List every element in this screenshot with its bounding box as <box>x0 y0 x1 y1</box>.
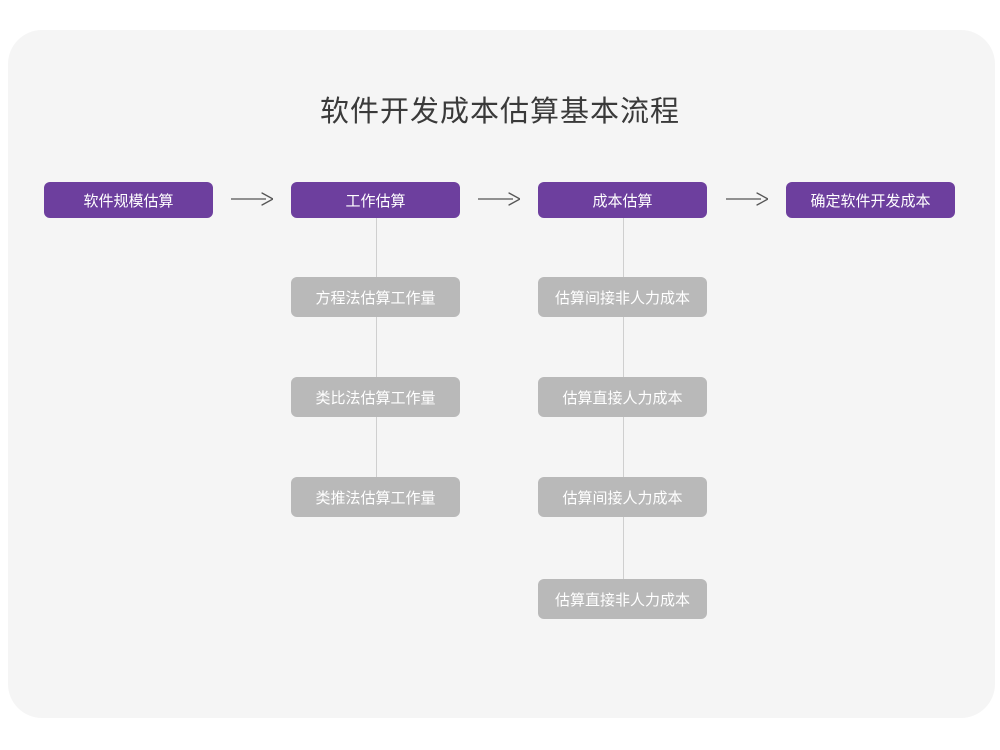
right-arrow-icon-2 <box>478 190 520 208</box>
stage-node-1[interactable]: 软件规模估算 <box>44 182 213 218</box>
connector-line-stage-3-0 <box>623 218 624 277</box>
stage-node-2[interactable]: 工作估算 <box>291 182 460 218</box>
connector-line-stage-3-3 <box>623 517 624 579</box>
substep-node-3-2[interactable]: 估算直接人力成本 <box>538 377 707 417</box>
stage-node-3[interactable]: 成本估算 <box>538 182 707 218</box>
substep-node-2-1[interactable]: 方程法估算工作量 <box>291 277 460 317</box>
substep-node-3-4[interactable]: 估算直接非人力成本 <box>538 579 707 619</box>
substep-node-2-3[interactable]: 类推法估算工作量 <box>291 477 460 517</box>
page-title: 软件开发成本估算基本流程 <box>319 96 680 128</box>
content-card <box>8 30 995 718</box>
substep-node-3-3[interactable]: 估算间接人力成本 <box>538 477 707 517</box>
right-arrow-icon-1 <box>231 190 273 208</box>
substep-node-2-2[interactable]: 类比法估算工作量 <box>291 377 460 417</box>
connector-line-stage-2-1 <box>376 317 377 377</box>
connector-line-stage-2-0 <box>376 218 377 277</box>
stage-node-4[interactable]: 确定软件开发成本 <box>786 182 955 218</box>
substep-node-3-1[interactable]: 估算间接非人力成本 <box>538 277 707 317</box>
connector-line-stage-2-2 <box>376 417 377 477</box>
right-arrow-icon-3 <box>726 190 768 208</box>
connector-line-stage-3-1 <box>623 317 624 377</box>
connector-line-stage-3-2 <box>623 417 624 477</box>
